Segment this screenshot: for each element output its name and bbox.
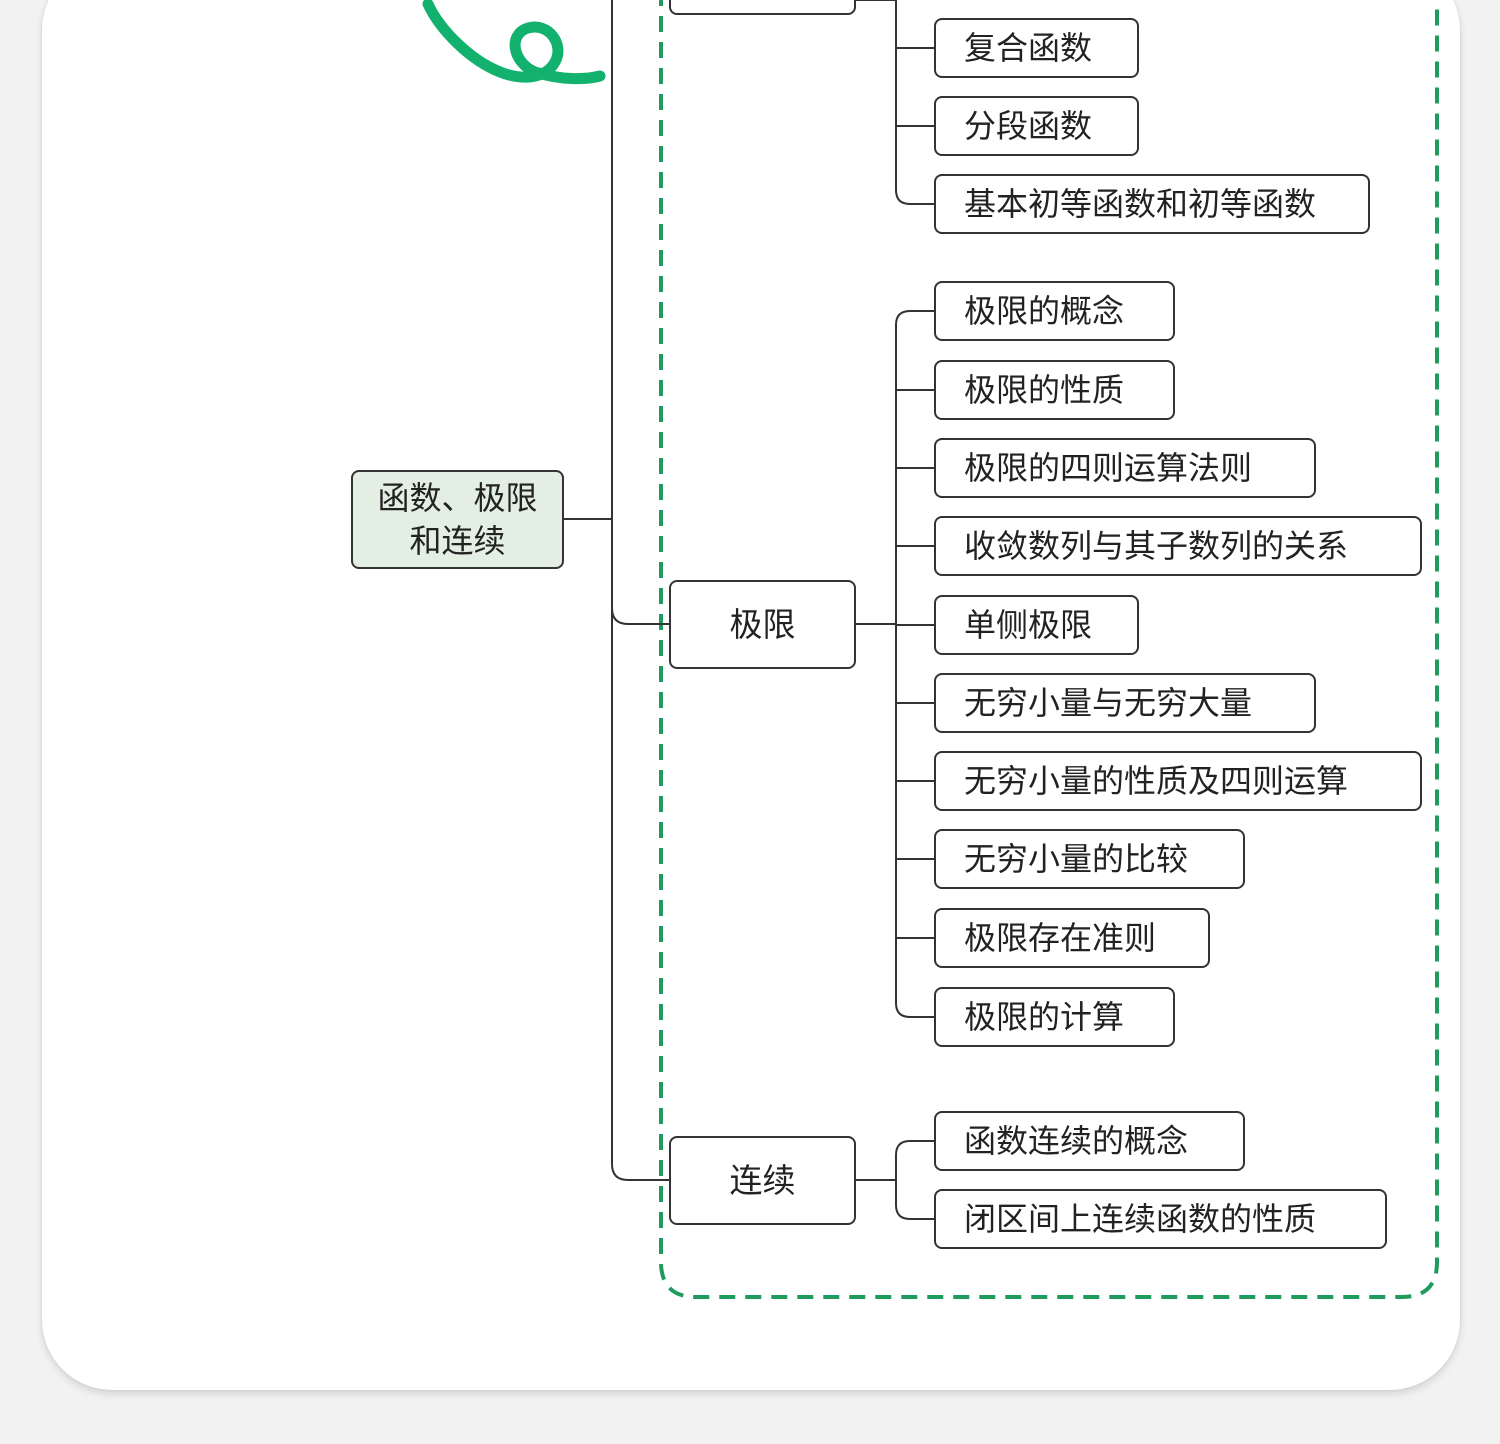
limit-item-node[interactable]: 收敛数列与其子数列的关系 bbox=[934, 516, 1422, 576]
limit-item-node[interactable]: 无穷小量的性质及四则运算 bbox=[934, 751, 1422, 811]
limit-item-node[interactable]: 极限的性质 bbox=[934, 360, 1175, 420]
root-label-line2: 和连续 bbox=[409, 521, 506, 560]
root-label-line1: 函数、极限 bbox=[377, 478, 538, 517]
continuity-branch-node[interactable]: 连续 bbox=[669, 1136, 856, 1225]
connector-function-spine bbox=[895, 0, 935, 205]
connector-trunk-limit bbox=[611, 607, 670, 625]
function-item-node[interactable]: 基本初等函数和初等函数 bbox=[934, 174, 1370, 234]
limit-item-node[interactable]: 无穷小量的比较 bbox=[934, 829, 1245, 889]
limit-item-node[interactable]: 极限存在准则 bbox=[934, 908, 1210, 968]
root-node[interactable]: 函数、极限 和连续 bbox=[351, 470, 564, 569]
decorative-swirl bbox=[422, 0, 606, 85]
limit-item-node[interactable]: 极限的计算 bbox=[934, 987, 1175, 1047]
limit-item-node[interactable]: 极限的四则运算法则 bbox=[934, 438, 1316, 498]
connector-trunk bbox=[611, 0, 670, 1181]
connector-continuity-spine bbox=[895, 1140, 935, 1220]
function-branch-node bbox=[669, 0, 856, 15]
continuity-item-node[interactable]: 闭区间上连续函数的性质 bbox=[934, 1189, 1387, 1249]
limit-item-node[interactable]: 单侧极限 bbox=[934, 595, 1139, 655]
limit-item-node[interactable]: 无穷小量与无穷大量 bbox=[934, 673, 1316, 733]
continuity-item-node[interactable]: 函数连续的概念 bbox=[934, 1111, 1245, 1171]
limit-item-node[interactable]: 极限的概念 bbox=[934, 281, 1175, 341]
connector-limit-spine bbox=[895, 310, 935, 1018]
dashed-group-frame bbox=[659, 0, 1439, 1299]
function-item-node[interactable]: 复合函数 bbox=[934, 18, 1139, 78]
limit-branch-node[interactable]: 极限 bbox=[669, 580, 856, 669]
function-item-node[interactable]: 分段函数 bbox=[934, 96, 1139, 156]
